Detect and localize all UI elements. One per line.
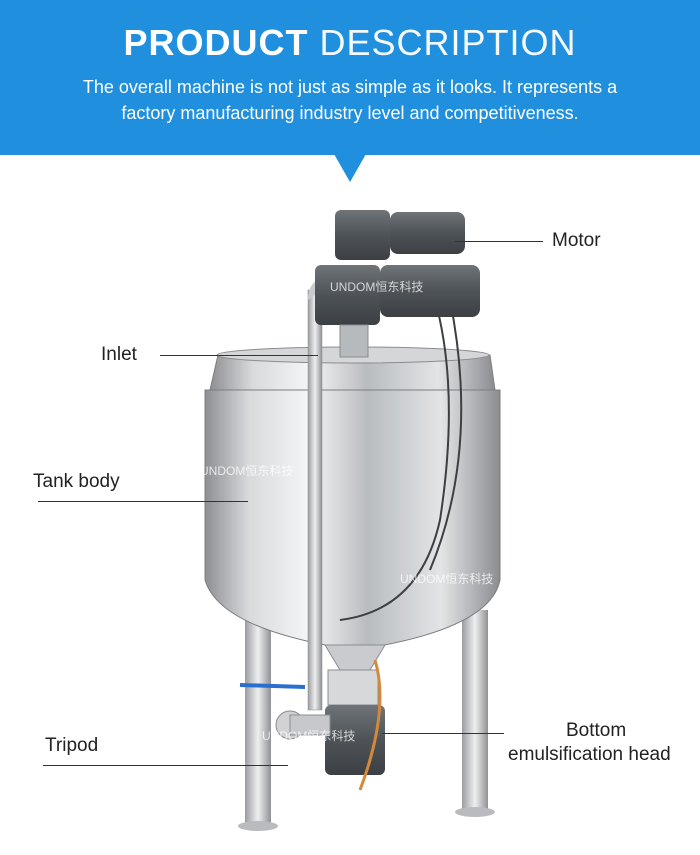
watermark: UNDOM恒东科技 (200, 464, 294, 478)
tripod-leg-left (245, 610, 271, 825)
page-description: The overall machine is not just as simpl… (82, 77, 618, 123)
motor-lower (380, 265, 480, 317)
leader-line-inlet (160, 355, 318, 356)
leader-line-emulsification-head (382, 733, 504, 734)
inlet-pipe (307, 289, 323, 711)
gearbox-upper (335, 210, 390, 260)
leader-line-tank-body (38, 501, 248, 502)
label-bottom: Bottom (566, 720, 627, 741)
leader-line-motor (455, 241, 543, 242)
label-tank-body: Tank body (33, 471, 120, 492)
title-light: DESCRIPTION (319, 22, 577, 63)
tank-body (204, 389, 501, 651)
page-title: PRODUCT DESCRIPTION (0, 22, 700, 64)
leader-line-tripod (43, 765, 288, 766)
label-motor: Motor (552, 230, 601, 251)
label-tripod: Tripod (45, 735, 99, 756)
label-emulsification-head: emulsification head (508, 744, 671, 765)
tripod-leg-right (462, 610, 488, 810)
watermark: UNDOM恒东科技 (400, 572, 494, 586)
header-banner (0, 0, 700, 155)
label-inlet: Inlet (101, 344, 137, 365)
motor-upper (390, 212, 465, 254)
gearbox-lower (315, 265, 380, 325)
watermark: UNDOM恒东科技 (262, 729, 356, 743)
title-bold: PRODUCT (123, 22, 309, 63)
mixing-tank-illustration (204, 210, 501, 831)
watermark: UNDOM恒东科技 (330, 280, 424, 294)
banner-pointer (334, 154, 366, 182)
